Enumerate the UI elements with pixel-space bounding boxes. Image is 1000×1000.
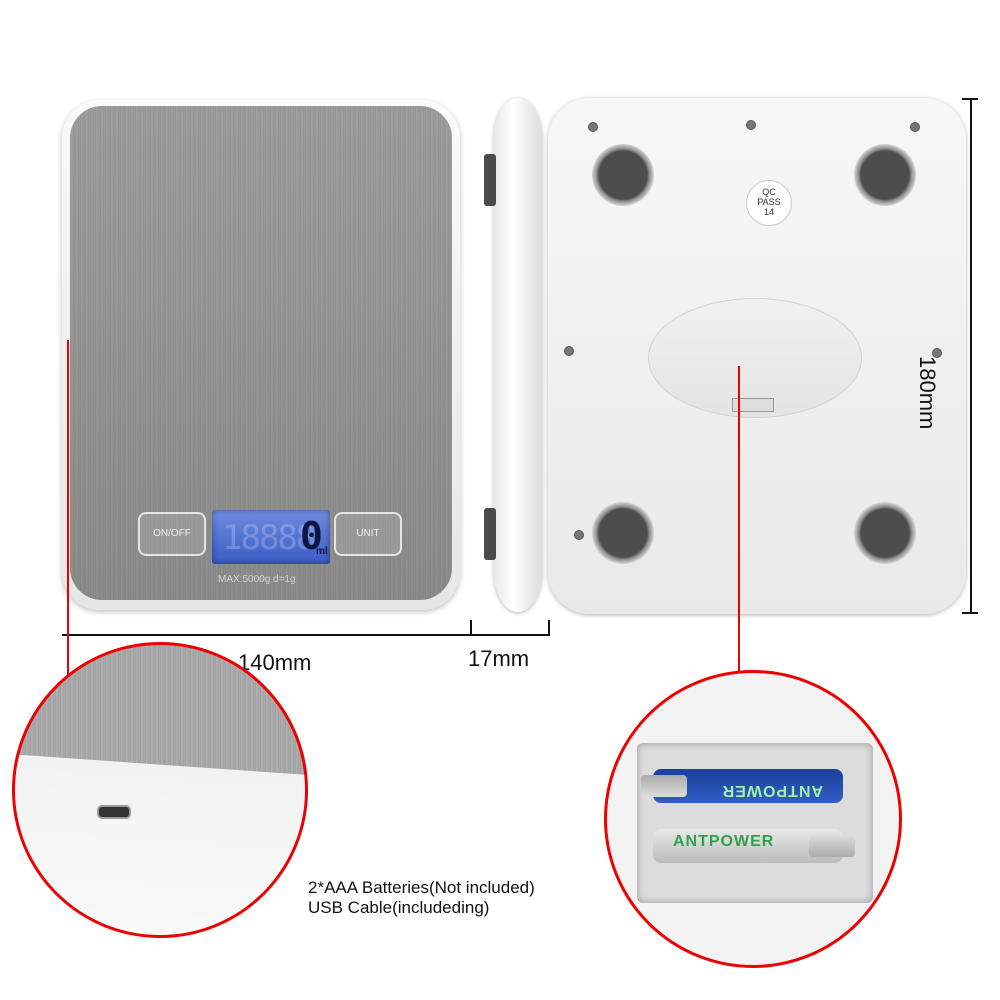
lcd-display: 18888 0 ml [212, 510, 330, 564]
battery-top: ANTPOWER [641, 769, 843, 803]
onoff-key: ON/OFF [138, 512, 206, 556]
qc-line3: 14 [763, 207, 774, 217]
battery-brand-top: ANTPOWER [721, 782, 823, 799]
dimension-tick [548, 620, 550, 636]
dimension-tick [962, 612, 978, 614]
screw [574, 530, 584, 540]
screw [932, 348, 942, 358]
battery-bottom: ANTPOWER [653, 829, 855, 863]
screw [564, 346, 574, 356]
unit-key-label: UNIT [356, 528, 380, 539]
depth-dimension-line [470, 634, 550, 636]
dimension-tick [962, 98, 978, 100]
lcd-ghost-digits: 18888 [222, 518, 316, 558]
height-dimension-line [970, 98, 972, 614]
rubber-foot-tr [854, 144, 916, 206]
caption-batteries: 2*AAA Batteries(Not included) [308, 878, 535, 897]
battery-compartment: ANTPOWER ANTPOWER [637, 743, 873, 903]
usb-indicator-line [67, 340, 69, 692]
screw [746, 120, 756, 130]
screw [910, 122, 920, 132]
unit-key: UNIT [334, 512, 402, 556]
scale-side [484, 98, 542, 612]
rubber-foot-br [854, 502, 916, 564]
onoff-key-label: ON/OFF [153, 528, 191, 539]
cover-latch [732, 398, 774, 412]
side-foot-top [484, 154, 496, 206]
side-foot-bottom [484, 508, 496, 560]
lcd-reading: 0 [300, 514, 323, 558]
capacity-text: MAX:5000g d=1g [218, 574, 296, 585]
usb-port-closeup [12, 642, 308, 938]
qc-pass-sticker: QC PASS 14 [746, 180, 792, 226]
caption-usb: USB Cable(includeding) [308, 898, 490, 917]
caption: 2*AAA Batteries(Not included) USB Cable(… [308, 878, 535, 918]
scale-back: QC PASS 14 [548, 98, 966, 614]
rubber-foot-bl [592, 502, 654, 564]
rubber-foot-tl [592, 144, 654, 206]
qc-line2: PASS [757, 197, 781, 207]
screw [588, 122, 598, 132]
lcd-unit: ml [316, 546, 328, 557]
scale-edge [15, 754, 305, 935]
usb-port [97, 805, 131, 819]
battery-indicator-line [738, 366, 740, 672]
battery-closeup: ANTPOWER ANTPOWER [604, 670, 902, 968]
depth-label: 17mm [468, 646, 530, 671]
width-label: 140mm [238, 650, 312, 675]
dimension-tick [470, 620, 472, 636]
width-dimension-line [62, 634, 472, 636]
qc-line1: QC [762, 187, 776, 197]
stainless-plate: ON/OFF 18888 0 ml UNIT MAX:5000g d=1g [70, 106, 452, 600]
height-label: 180mm [915, 356, 940, 430]
scale-front: ON/OFF 18888 0 ml UNIT MAX:5000g d=1g [62, 100, 460, 610]
battery-brand-bottom: ANTPOWER [673, 833, 775, 850]
